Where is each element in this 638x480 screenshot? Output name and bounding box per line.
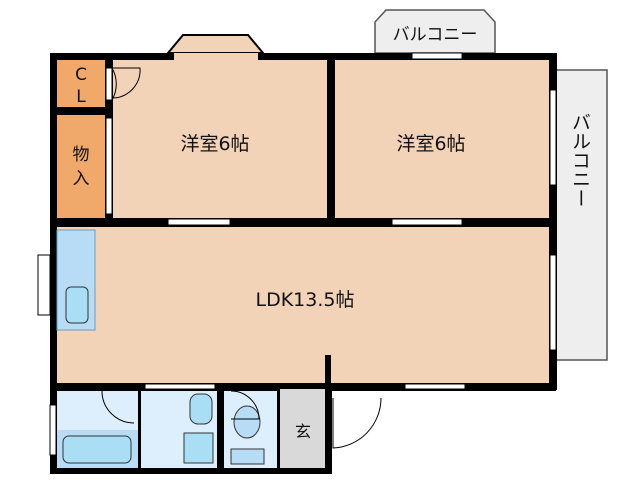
bathtub-icon <box>62 435 132 464</box>
western-room-1 <box>113 60 327 218</box>
balcony-right: バルコニー <box>555 69 608 361</box>
bay-window <box>165 34 266 54</box>
balcony-top-label: バルコニー <box>393 25 478 45</box>
toilet-icon <box>233 405 261 439</box>
storage-label-2: 入 <box>73 169 90 189</box>
closet-door <box>111 67 141 99</box>
western-room-2-label: 洋室6帖 <box>396 133 465 155</box>
balcony-right-label: バルコニー <box>569 113 591 208</box>
ldk-label: LDK13.5帖 <box>256 289 355 311</box>
storage <box>57 115 105 218</box>
entrance-label: 玄 <box>295 422 311 441</box>
western-room-2 <box>335 60 549 218</box>
closet-label-l: L <box>76 87 86 107</box>
entrance-door <box>332 397 382 449</box>
storage-label-1: 物 <box>73 145 90 165</box>
washbasin-icon <box>189 393 213 425</box>
balcony-top: バルコニー <box>374 9 496 54</box>
windows <box>37 52 557 456</box>
closet <box>57 60 105 107</box>
washing-machine-icon <box>183 432 214 464</box>
entrance <box>280 389 325 468</box>
sink-icon <box>65 286 89 324</box>
western-room-1-label: 洋室6帖 <box>180 133 249 155</box>
closet-label-c: C <box>75 65 87 85</box>
ldk <box>57 227 549 383</box>
